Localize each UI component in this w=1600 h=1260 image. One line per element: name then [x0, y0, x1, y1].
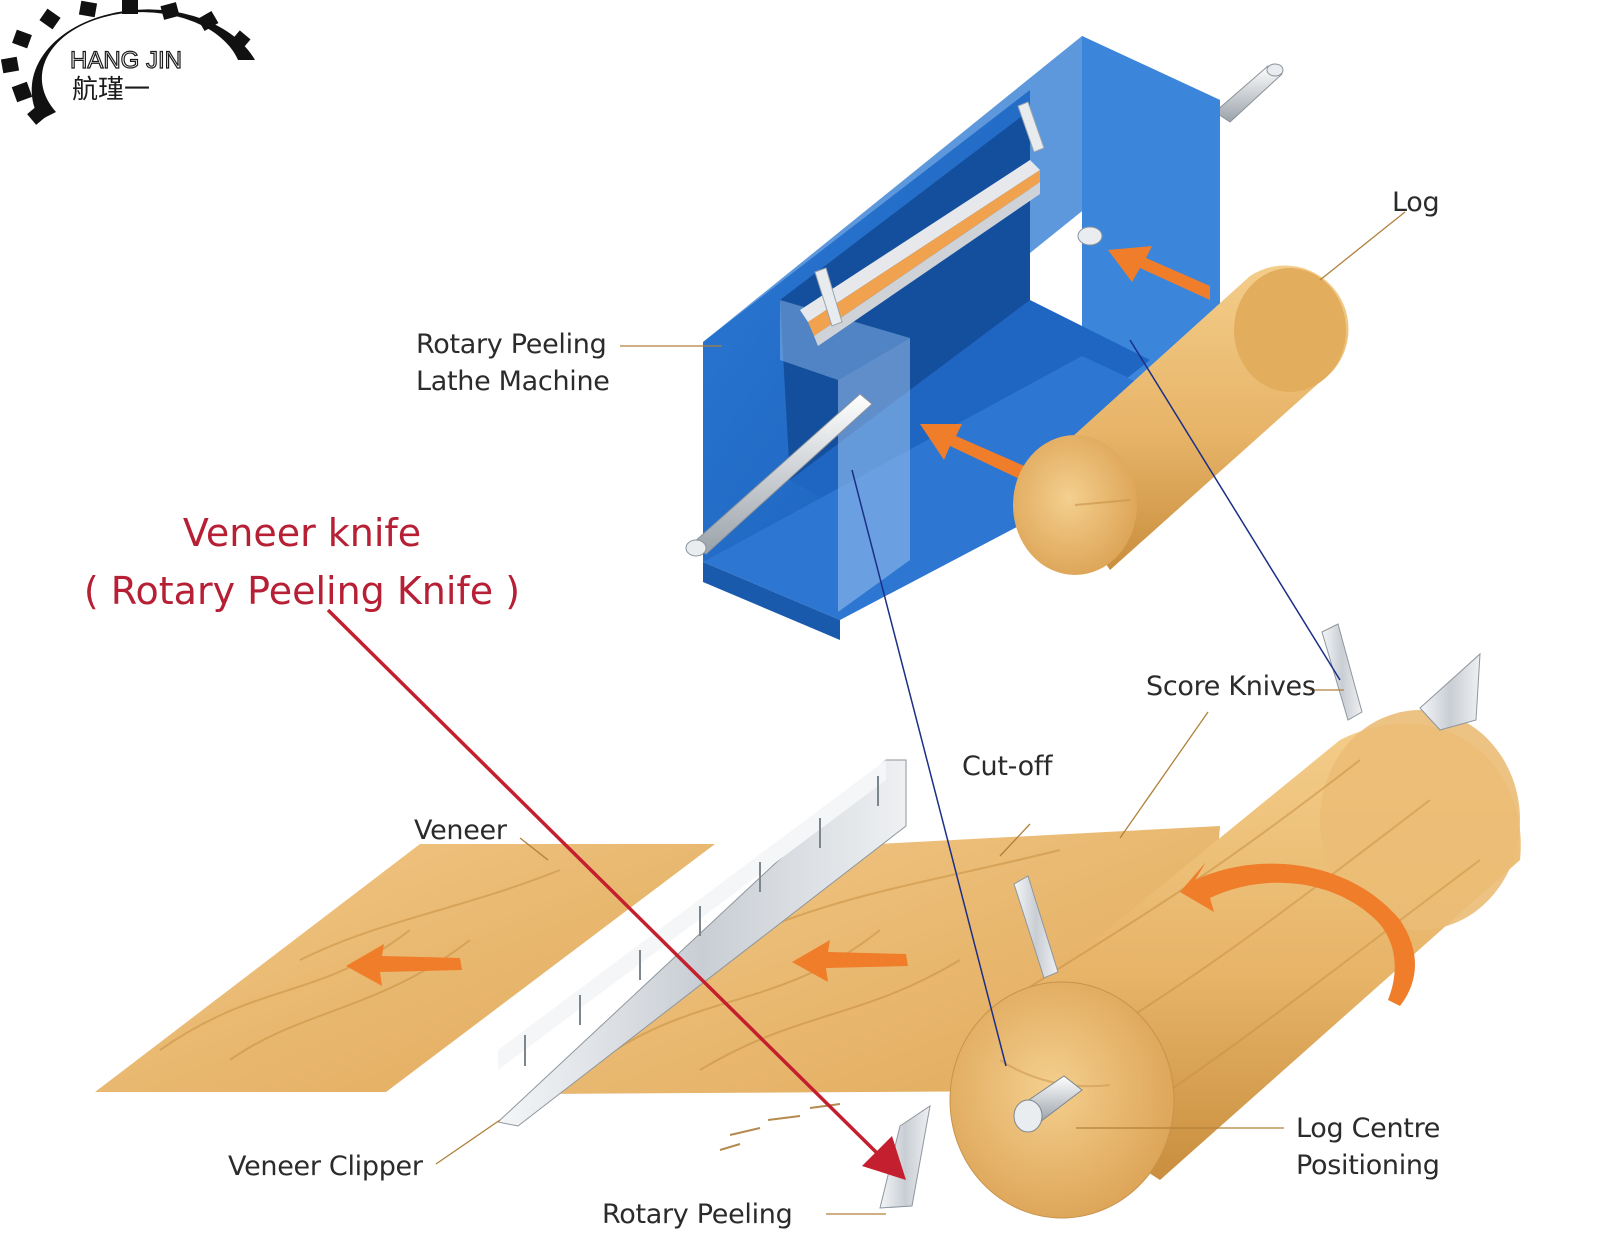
label-veneer-clipper-text: Veneer Clipper: [228, 1151, 423, 1182]
label-cut-off-text: Cut-off: [962, 751, 1053, 782]
label-rotary-peeling: Rotary Peeling: [602, 1196, 793, 1233]
label-rotary-peeling-text: Rotary Peeling: [602, 1199, 793, 1230]
label-log: Log: [1392, 184, 1440, 221]
connector-lines: [851, 339, 1341, 1067]
veneer-direction-arrow-icon-2: [792, 940, 908, 982]
veneer-knife-pointer-arrow: [326, 608, 906, 1180]
label-veneer-clipper: Veneer Clipper: [228, 1148, 423, 1185]
veneer-clipper-blade: [496, 759, 907, 1127]
label-veneer-text: Veneer: [414, 815, 507, 846]
label-lathe-line-2: Lathe Machine: [416, 366, 610, 397]
headline-line-2: ( Rotary Peeling Knife ): [83, 569, 521, 613]
score-knife-upper: [1321, 623, 1363, 721]
lathe-spindle-rod-left: [685, 393, 873, 557]
rotary-peeling-lathe-machine: [685, 36, 1284, 640]
label-score-knives-text: Score Knives: [1146, 671, 1316, 702]
label-lathe-line-1: Rotary Peeling: [416, 329, 607, 360]
log-centre-chuck: [1013, 1075, 1083, 1133]
headline-line-1: Veneer knife: [182, 511, 422, 555]
label-veneer: Veneer: [414, 812, 507, 849]
hang-jin-logo: HANG JIN 航瑾一: [0, 0, 256, 125]
gear-icon: [0, 0, 256, 125]
log-top: [1013, 265, 1349, 575]
cutoff-knife: [1419, 652, 1481, 731]
wood-chips: [719, 1103, 841, 1151]
log-main: [949, 710, 1521, 1219]
lathe-spindle-rod-right: [1214, 63, 1284, 123]
label-log-centre-line-2: Positioning: [1296, 1150, 1440, 1181]
logo-name: HANG JIN: [70, 47, 182, 74]
label-score-knives: Score Knives: [1146, 668, 1316, 705]
logo-chinese: 航瑾一: [72, 75, 150, 105]
label-log-text: Log: [1392, 187, 1440, 218]
label-cut-off: Cut-off: [962, 748, 1053, 785]
label-rotary-peeling-lathe: Rotary Peeling Lathe Machine: [416, 326, 610, 400]
label-log-centre-line-1: Log Centre: [1296, 1113, 1441, 1144]
leader-lines: [435, 211, 1406, 1215]
veneer-direction-arrow-icon: [346, 944, 462, 986]
score-knife-lower: [1013, 875, 1059, 979]
veneer-sheet-left: [95, 844, 715, 1092]
veneer-knife-headline: Veneer knife ( Rotary Peeling Knife ): [52, 504, 552, 620]
label-log-centre-positioning: Log Centre Positioning: [1296, 1110, 1440, 1184]
rotation-arrow-icon: [1180, 862, 1415, 1006]
